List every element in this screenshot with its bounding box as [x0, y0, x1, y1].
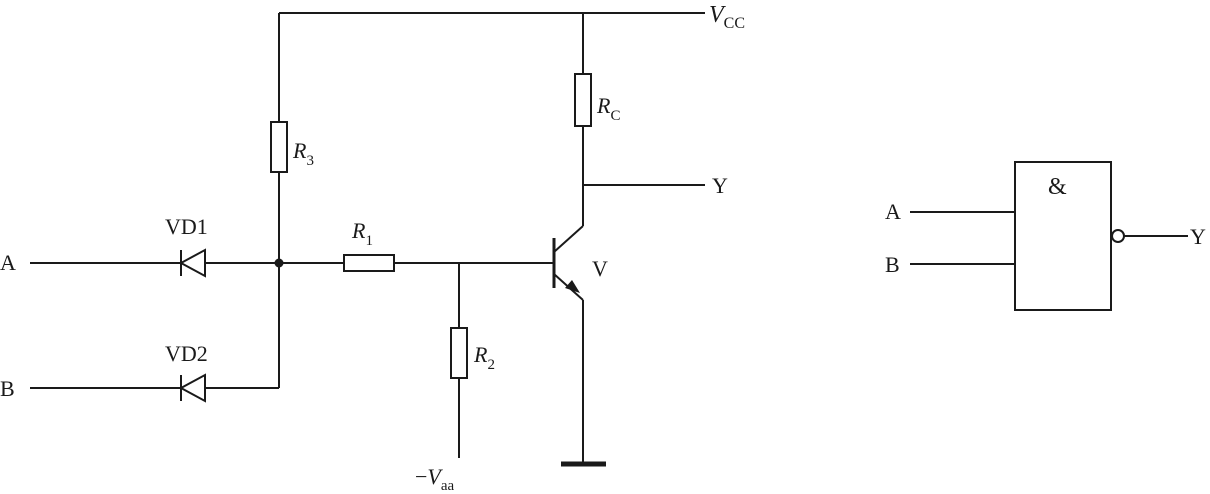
resistor-rc: [574, 73, 592, 127]
resistor-r3: [270, 121, 288, 173]
wires: [30, 12, 705, 463]
nand-gate: & A B Y: [885, 161, 1206, 311]
rc-label: RC: [596, 93, 620, 124]
gate-symbol: &: [1048, 174, 1067, 200]
diode-vd2: [178, 373, 206, 403]
r1-label: R1: [351, 218, 373, 249]
vcc-label: VCC: [709, 2, 745, 32]
diode-vd1: [178, 248, 206, 278]
resistor-r2: [450, 327, 468, 379]
input-a-label: A: [0, 250, 16, 275]
junction-dot: [274, 258, 284, 268]
gate-input-a-label: A: [885, 199, 901, 224]
r3-label: R3: [292, 138, 314, 169]
neg-supply-label: −Vaa: [415, 464, 455, 494]
gate-output-label: Y: [1190, 224, 1206, 249]
resistor-r1: [343, 254, 395, 272]
output-y-label: Y: [712, 173, 728, 198]
gate-body: [1014, 161, 1112, 311]
transistor-npn: [552, 225, 584, 301]
gate-input-b-label: B: [885, 252, 900, 277]
diode-vd2-label: VD2: [165, 341, 208, 366]
diode-vd1-label: VD1: [165, 214, 208, 239]
input-b-label: B: [0, 376, 15, 401]
transistor-label: V: [592, 256, 608, 281]
r2-label: R2: [473, 342, 495, 373]
transistor-collector: [553, 225, 584, 253]
emitter-arrow-icon: [565, 280, 580, 293]
gate-inversion-bubble-icon: [1111, 229, 1125, 243]
